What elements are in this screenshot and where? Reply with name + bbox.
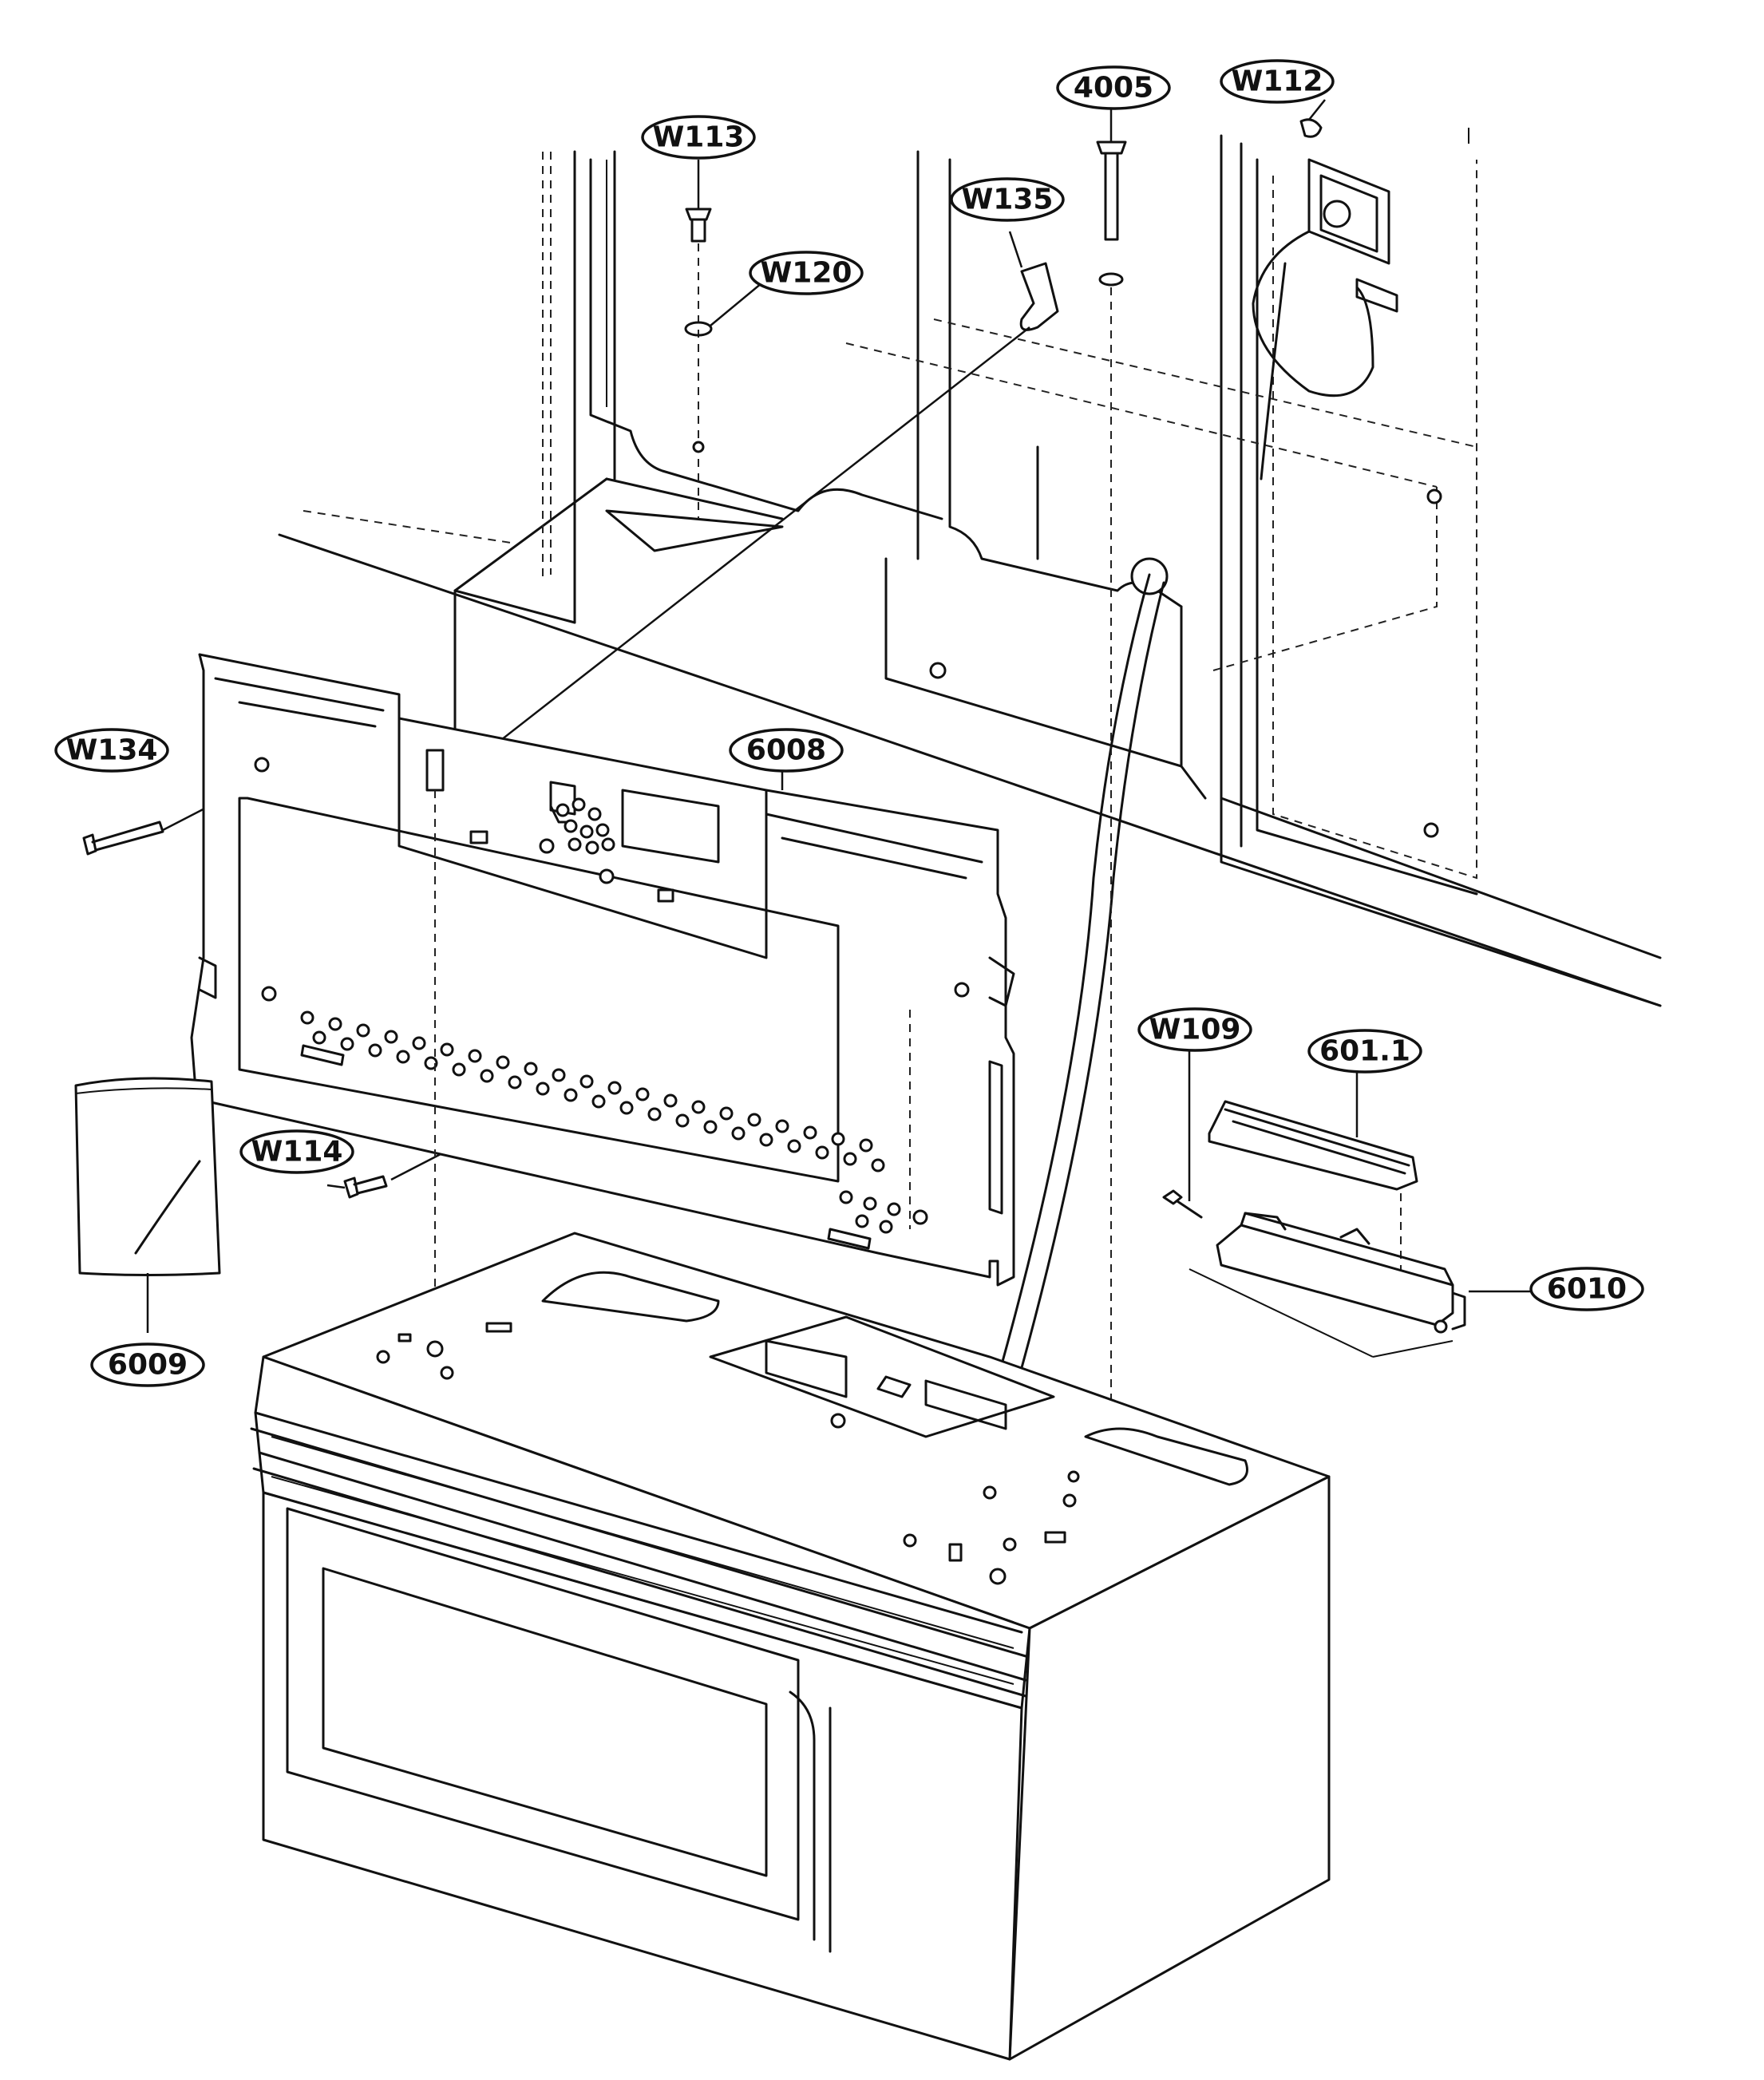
callout-w113: W113 bbox=[641, 115, 756, 160]
callout-4005: 4005 bbox=[1056, 65, 1171, 110]
callout-w114-text: W114 bbox=[251, 1136, 343, 1169]
parts-bag-6009 bbox=[74, 1077, 221, 1276]
callout-w134-text: W134 bbox=[66, 734, 158, 767]
callout-6011-text: 601.1 bbox=[1319, 1035, 1410, 1068]
power-outlet bbox=[1252, 158, 1398, 480]
callout-w112-text: W112 bbox=[1232, 65, 1323, 98]
callout-6008: 6008 bbox=[729, 728, 844, 773]
microwave-oven bbox=[250, 1232, 1331, 2061]
callout-w109: W109 bbox=[1137, 1007, 1252, 1052]
callout-6010-text: 6010 bbox=[1547, 1273, 1627, 1306]
callout-6011: 601.1 bbox=[1307, 1029, 1422, 1074]
callout-w120-text: W120 bbox=[761, 257, 852, 290]
washer-w120 bbox=[684, 321, 713, 453]
callout-6010: 6010 bbox=[1529, 1267, 1644, 1311]
mounting-plate-6008 bbox=[190, 653, 1015, 1287]
callout-w112: W112 bbox=[1220, 59, 1335, 104]
callout-w114: W114 bbox=[239, 1129, 354, 1174]
callout-4005-text: 4005 bbox=[1074, 72, 1153, 105]
screw-w113 bbox=[685, 208, 712, 519]
callout-w134: W134 bbox=[54, 728, 169, 773]
plate-hole-rows bbox=[300, 1010, 901, 1234]
bracket-w135 bbox=[446, 262, 1059, 783]
callout-6009-text: 6009 bbox=[108, 1349, 188, 1382]
callout-w109-text: W109 bbox=[1149, 1014, 1241, 1046]
damper-6011 bbox=[1208, 1100, 1418, 1309]
vent-grid bbox=[556, 797, 615, 855]
power-cord bbox=[972, 573, 1165, 1466]
callout-6009: 6009 bbox=[90, 1343, 205, 1387]
callout-w135-text: W135 bbox=[962, 184, 1054, 216]
callout-w113-text: W113 bbox=[653, 121, 745, 154]
screw-4005 bbox=[1096, 140, 1127, 1564]
screw-w112 bbox=[1299, 118, 1323, 138]
screw-w109 bbox=[1162, 1189, 1203, 1219]
exhaust-adaptor-6010 bbox=[1189, 1212, 1466, 1358]
callout-w120: W120 bbox=[749, 251, 864, 295]
callout-6008-text: 6008 bbox=[746, 734, 826, 767]
callout-w135: W135 bbox=[950, 177, 1065, 222]
leader-lines bbox=[146, 99, 1533, 1333]
